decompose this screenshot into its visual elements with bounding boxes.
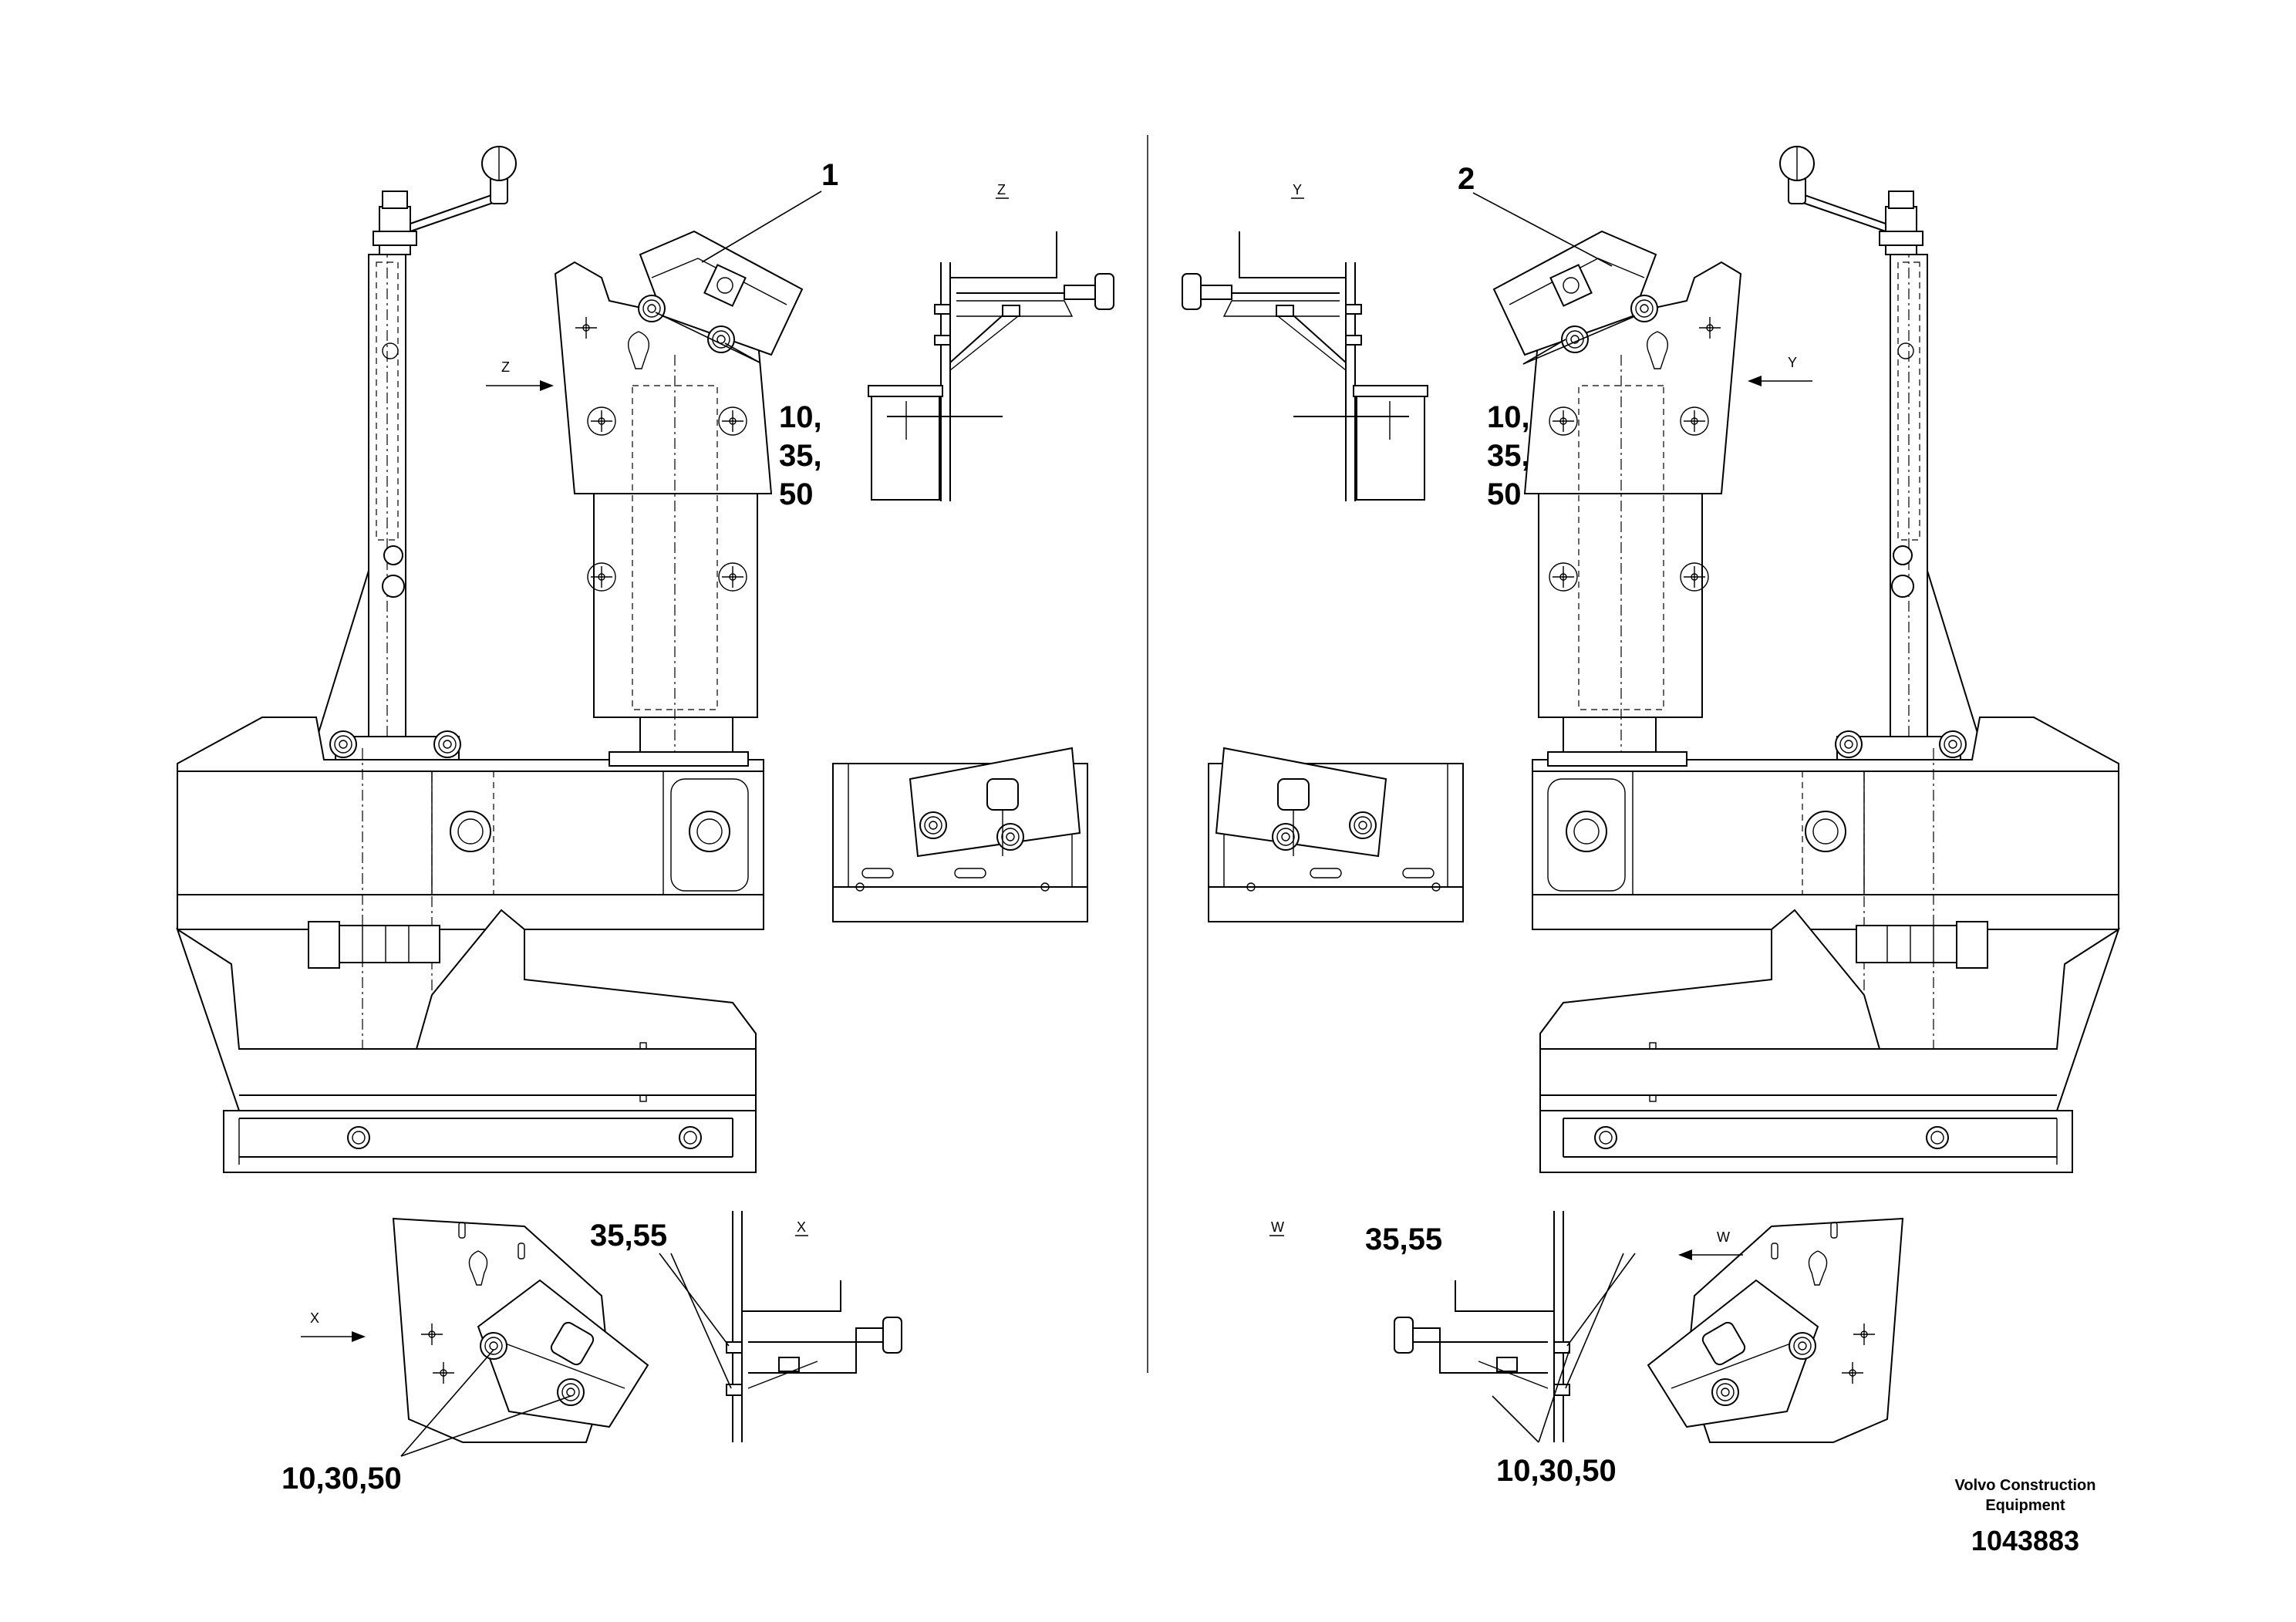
callout-left-bracket-3: 50 <box>779 477 814 511</box>
callout-right-35-55: 35,55 <box>1365 1222 1442 1256</box>
view-arrow-y-label: Y <box>1788 355 1797 370</box>
view-arrow-w: W <box>1678 1229 1743 1260</box>
callout-left-bracket-2: 35, <box>779 439 822 473</box>
brand-line-2: Equipment <box>1985 1497 2065 1514</box>
view-title-w: W <box>1269 1219 1284 1236</box>
view-arrow-y: Y <box>1748 355 1812 386</box>
callout-1: 1 <box>821 158 838 192</box>
view-arrow-z: Z <box>486 359 554 391</box>
right-top-view <box>1209 748 1463 922</box>
callout-right-10-30-50: 10,30,50 <box>1496 1454 1617 1488</box>
callout-left-bracket-1: 10, <box>779 400 822 434</box>
view-title-x-text: X <box>797 1219 806 1235</box>
view-title-y-text: Y <box>1293 182 1302 197</box>
view-title-z-text: Z <box>997 182 1006 197</box>
left-assembly <box>177 147 802 1172</box>
callout-left-10-30-50: 10,30,50 <box>282 1462 402 1496</box>
brand-line-1: Volvo Construction <box>1955 1477 2096 1494</box>
callout-right-bracket-3: 50 <box>1487 477 1522 511</box>
right-assembly <box>1494 147 2119 1172</box>
leader-lines <box>400 191 1636 1457</box>
title-block: Volvo Construction Equipment 1043883 <box>1955 1477 2096 1556</box>
view-arrow-x: X <box>301 1310 366 1342</box>
view-title-x: X <box>795 1219 808 1236</box>
callout-left-35-55: 35,55 <box>590 1219 667 1253</box>
left-top-view <box>833 748 1087 922</box>
document-number: 1043883 <box>1971 1525 2079 1556</box>
view-title-y: Y <box>1291 182 1304 199</box>
view-title-z: Z <box>996 182 1009 199</box>
view-arrow-z-label: Z <box>501 359 510 375</box>
callout-right-bracket-1: 10, <box>1487 400 1530 434</box>
left-side-view-z <box>868 231 1114 502</box>
view-arrow-w-label: W <box>1717 1229 1730 1245</box>
left-bracket-side-view <box>726 1210 902 1443</box>
callout-2: 2 <box>1458 162 1475 196</box>
view-arrow-x-label: X <box>310 1310 319 1326</box>
right-side-view-y <box>1182 231 1428 502</box>
callout-right-bracket-2: 35, <box>1487 439 1530 473</box>
view-title-w-text: W <box>1271 1219 1284 1235</box>
